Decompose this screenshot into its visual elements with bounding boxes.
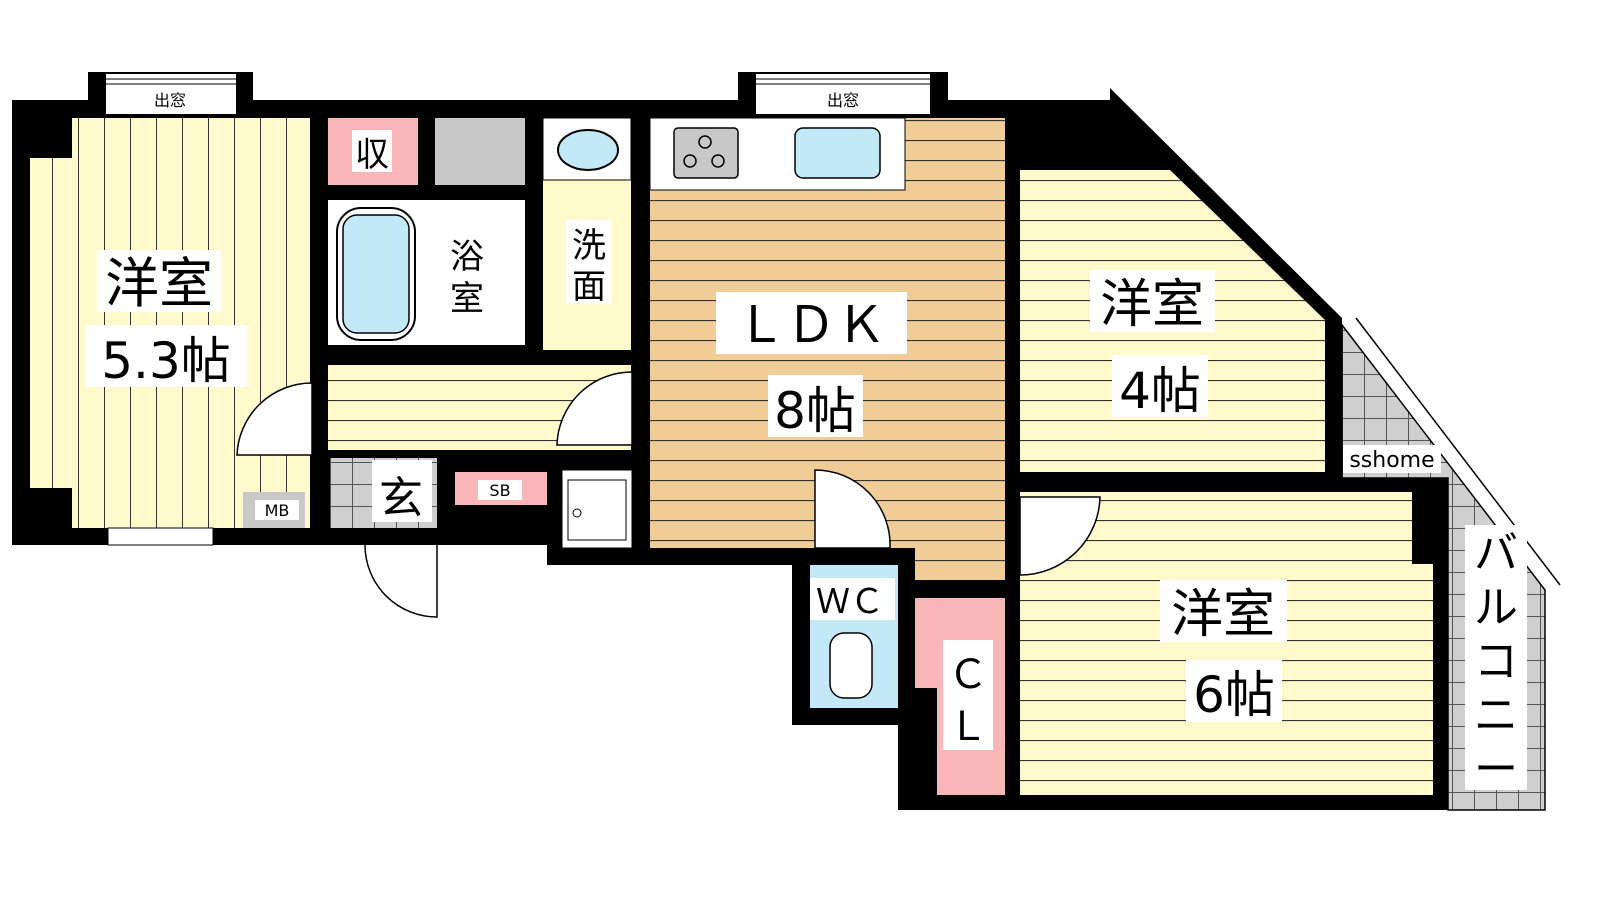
door [236, 382, 313, 456]
door [556, 371, 633, 446]
kitchen-sink-icon [794, 127, 881, 179]
svg-text:コ: コ [1474, 636, 1518, 687]
room-name: Ｌ [948, 704, 988, 750]
laundry-space [561, 469, 633, 549]
room-name: 洋室 [1100, 275, 1204, 335]
door [814, 469, 891, 549]
room-western-6 [1020, 492, 1433, 795]
room-name: 洋室 [105, 252, 213, 315]
room-name: 洗 [572, 226, 606, 266]
bay-window-left: 出窓 [88, 72, 253, 117]
room-size: 8帖 [774, 382, 856, 440]
room-name: 収 [355, 135, 389, 175]
bay-window-label: 出窓 [154, 91, 186, 110]
meter-box-label: MB [265, 501, 290, 520]
room-size: 6帖 [1193, 666, 1275, 724]
shoe-box-label: SB [489, 481, 510, 500]
room-size: 4帖 [1119, 362, 1201, 420]
svg-text:ル: ル [1474, 582, 1518, 633]
svg-text:ー: ー [1474, 744, 1518, 795]
room-name: 玄 [379, 473, 423, 524]
room-name: 面 [572, 267, 606, 307]
room-name: ＷＣ [816, 582, 884, 622]
svg-text:ニ: ニ [1474, 690, 1518, 741]
room-name: 浴 [450, 237, 484, 277]
room-western-left [72, 118, 310, 528]
room-name: Ｃ [948, 652, 988, 698]
room-name: 室 [450, 279, 484, 319]
entrance-door [364, 544, 438, 618]
pipe-space [435, 118, 525, 185]
toilet-icon [829, 632, 873, 699]
balcony-label: バ ル コ ニ ー [1474, 528, 1518, 795]
sink-icon [557, 129, 619, 171]
bay-window-label: 出窓 [827, 91, 859, 110]
room-size: 5.3帖 [101, 332, 231, 390]
room-name: ＬＤＫ [736, 296, 886, 354]
room-name: 洋室 [1171, 585, 1275, 645]
door [1019, 496, 1101, 576]
bay-window-ldk: 出窓 [738, 72, 948, 117]
svg-text:バ: バ [1474, 528, 1518, 579]
watermark: sshome [1349, 448, 1434, 473]
